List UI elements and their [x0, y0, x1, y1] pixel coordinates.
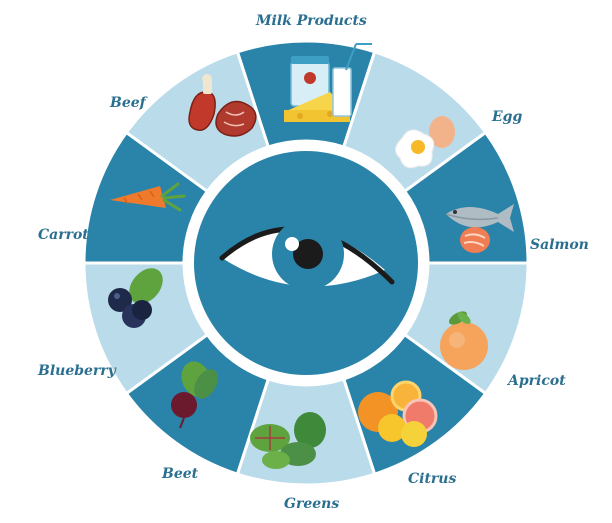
label-blueberry: Blueberry — [38, 363, 116, 379]
beet-icon — [171, 361, 218, 429]
greens-icon — [250, 412, 326, 469]
label-beet: Beet — [162, 466, 199, 482]
label-greens: Greens — [284, 496, 340, 512]
apricot-icon — [440, 311, 488, 370]
beef-icon — [188, 74, 257, 137]
label-carrot: Carrot — [38, 227, 89, 243]
citrus-icon — [358, 380, 438, 447]
eye-icon — [219, 218, 395, 290]
label-apricot: Apricot — [508, 373, 566, 389]
egg-icon — [395, 116, 455, 169]
label-egg: Egg — [492, 109, 523, 125]
label-citrus: Citrus — [408, 471, 457, 487]
label-milk-products: Milk Products — [256, 13, 367, 29]
blueberry-icon — [108, 268, 163, 328]
label-salmon: Salmon — [530, 237, 589, 253]
milk-products-icon — [284, 43, 372, 122]
salmon-icon — [445, 204, 514, 253]
label-beef: Beef — [110, 95, 146, 111]
carrot-icon — [110, 182, 186, 212]
